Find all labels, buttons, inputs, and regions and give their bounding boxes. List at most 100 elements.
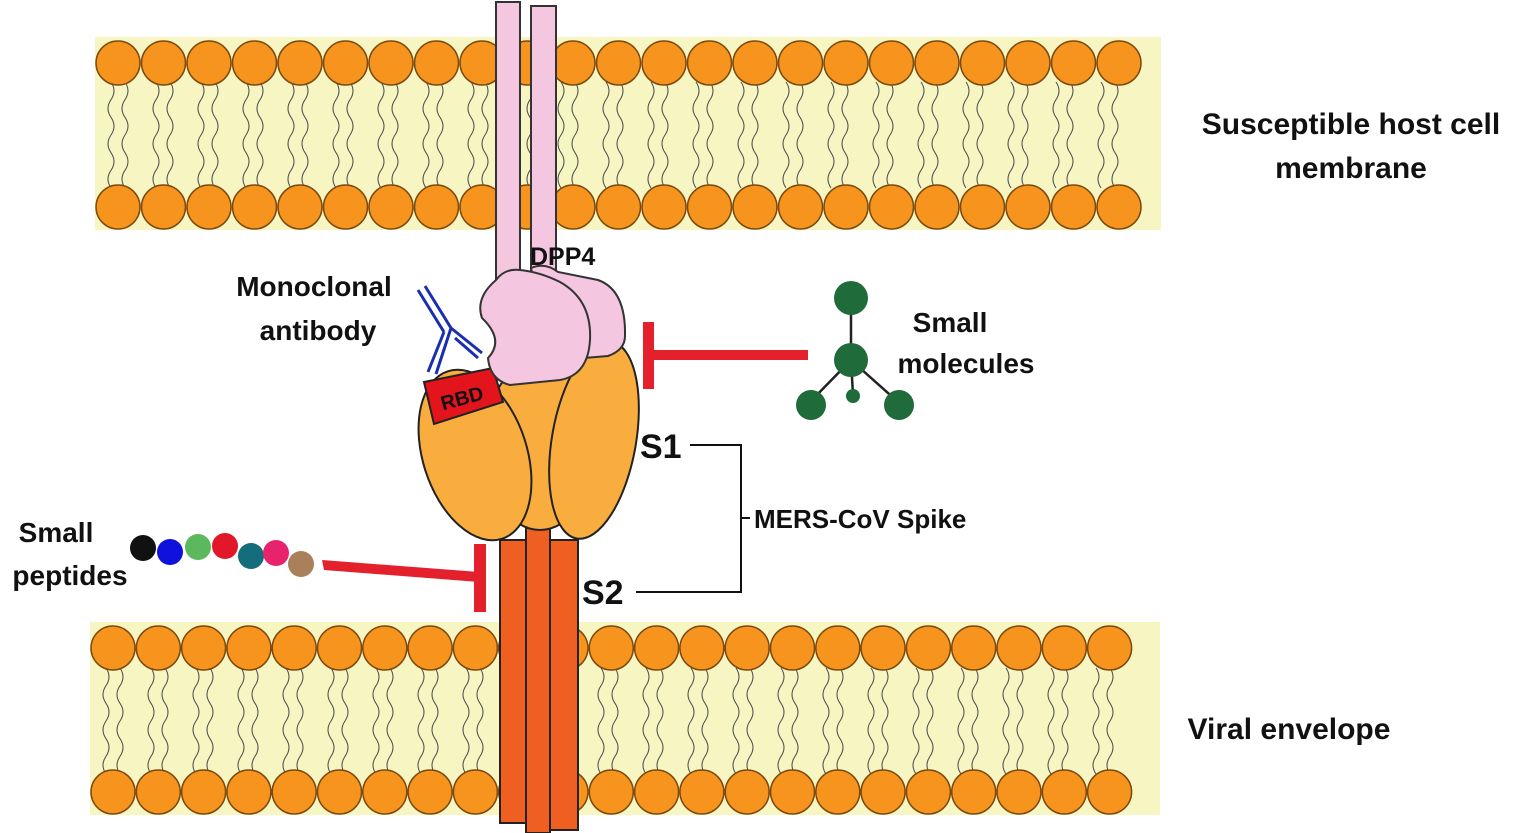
viral-lipid-head (769, 769, 816, 815)
host-lipid-head (914, 40, 960, 86)
viral-lipid-tail (926, 667, 934, 775)
host-lipid-head (95, 40, 141, 86)
host-lipid-tail (751, 81, 759, 189)
s2-label: S2 (582, 574, 624, 612)
small-peptides-label-line2: peptides (12, 560, 127, 591)
viral-lipid-tail (282, 667, 290, 775)
host-lipid-tail (1007, 81, 1015, 189)
host-lipid-head (95, 184, 141, 230)
peptide-residue (212, 533, 238, 559)
viral-lipid-head (815, 769, 861, 815)
host-lipid-tail (976, 81, 984, 189)
viral-lipid-head (724, 769, 770, 815)
viral-lipid-head (860, 625, 906, 671)
viral-lipid-head (1041, 625, 1088, 671)
host-lipid-tail (197, 81, 205, 189)
viral-lipid-tail (746, 667, 754, 775)
host-lipid-head (641, 184, 687, 230)
viral-lipid-tail (1002, 667, 1010, 775)
host-lipid-head (641, 40, 687, 86)
host-lipid-head (1005, 40, 1051, 86)
viral-lipid-tail (777, 667, 785, 775)
host-lipid-head (595, 40, 642, 86)
host-lipid-head (868, 40, 915, 86)
viral-lipid-head (815, 625, 861, 671)
viral-lipid-tail (251, 667, 259, 775)
viral-lipid-tail (1047, 667, 1055, 775)
peptide-residue (130, 535, 156, 561)
host-lipid-head (777, 184, 824, 230)
peptide-residue (238, 543, 264, 569)
host-lipid-tail (737, 81, 745, 189)
viral-lipid-head (135, 769, 182, 815)
viral-lipid-head (271, 625, 317, 671)
peptide-residue (157, 539, 183, 565)
host-lipid-tail (256, 81, 264, 189)
host-lipid-tail (1021, 81, 1029, 189)
viral-lipid-tail (957, 667, 965, 775)
viral-lipid-head (180, 625, 227, 671)
viral-lipid-head (588, 769, 635, 815)
host-lipid-head (914, 184, 960, 230)
viral-lipid-tail (912, 667, 920, 775)
host-lipid-tail (301, 81, 309, 189)
viral-lipid-head (316, 625, 363, 671)
small-molecule-inhibition-arrow (643, 322, 808, 389)
viral-lipid-head (180, 769, 227, 815)
viral-lipid-head (1041, 769, 1088, 815)
molecule-atom-small (846, 389, 860, 403)
host-lipid-head (777, 40, 824, 86)
viral-lipid-tail (431, 667, 439, 775)
viral-lipid-head (905, 625, 952, 671)
host-lipid-head (959, 40, 1006, 86)
host-lipid-head (322, 40, 369, 86)
viral-lipid-head (407, 625, 453, 671)
host-lipid-tail (346, 81, 354, 189)
viral-lipid-head (588, 625, 635, 671)
host-lipid-tail (962, 81, 970, 189)
host-lipid-head (368, 40, 414, 86)
viral-lipid-head (724, 625, 770, 671)
dpp4-head-left (479, 268, 592, 387)
host-lipid-tail (332, 81, 340, 189)
viral-lipid-tail (822, 667, 830, 775)
small-molecule (796, 281, 914, 420)
host-lipid-head (1005, 184, 1051, 230)
host-lipid-head (550, 40, 596, 86)
viral-lipid-head (950, 769, 997, 815)
host-lipid-tail (796, 81, 804, 189)
molecule-atom-right (884, 390, 914, 420)
host-lipid-head (413, 40, 460, 86)
host-lipid-tail (422, 81, 430, 189)
viral-lipid-tail (161, 667, 169, 775)
viral-lipid-head (452, 625, 499, 671)
viral-lipid-head (633, 625, 680, 671)
viral-envelope-label: Viral envelope (1188, 713, 1391, 746)
host-lipid-head (823, 184, 869, 230)
host-lipid-head (368, 184, 414, 230)
host-lipid-head (823, 40, 869, 86)
viral-lipid-tail (116, 667, 124, 775)
peptide-residue (288, 551, 314, 577)
host-lipid-head (140, 184, 187, 230)
viral-lipid-head (1086, 625, 1133, 671)
viral-lipid-heads-outer (90, 625, 1133, 671)
viral-lipid-head (996, 625, 1042, 671)
molecule-atom-center (834, 343, 868, 377)
viral-lipid-head (226, 625, 272, 671)
host-lipid-tail (481, 81, 489, 189)
host-lipid-tail (1052, 81, 1060, 189)
host-lipid-tail (827, 81, 835, 189)
small-peptides-chain (130, 533, 314, 577)
viral-envelope-membrane (90, 622, 1160, 815)
host-lipid-tail (211, 81, 219, 189)
viral-lipid-tail (192, 667, 200, 775)
mers-cov-spike-label: MERS-CoV Spike (754, 504, 966, 534)
viral-lipid-head (633, 769, 680, 815)
dpp4-stalk-right (530, 5, 557, 279)
viral-lipid-tail (642, 667, 650, 775)
viral-lipid-tail (341, 667, 349, 775)
viral-lipid-tail (102, 667, 110, 775)
host-lipid-head (1096, 184, 1142, 230)
host-lipid-head (686, 184, 733, 230)
